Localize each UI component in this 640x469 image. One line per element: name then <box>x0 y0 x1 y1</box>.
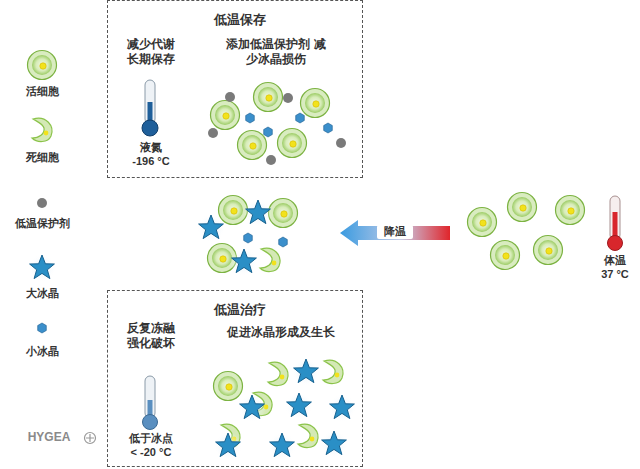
body-thermometer <box>608 196 623 251</box>
temperature-label: 液氮 -196 °C <box>130 141 172 169</box>
box-note: 减少代谢 长期保存 <box>125 37 177 67</box>
dashed-panel: 低温治疗促进冰晶形成及生长反复冻融 强化破坏低于冰点 < -20 °C <box>107 290 363 467</box>
box-note: 添加低温保护剂 减少冰晶损伤 <box>221 37 331 67</box>
legend-text: 大冰晶 <box>26 286 59 301</box>
box-note: 反复冻融 强化破坏 <box>125 321 177 351</box>
watermark: HYGEA <box>18 430 80 445</box>
box-title: 低温保存 <box>112 12 368 28</box>
dashed-panel: 低温保存添加低温保护剂 减少冰晶损伤减少代谢 长期保存液氮 -196 °C <box>107 0 363 178</box>
box-title: 低温治疗 <box>112 302 368 318</box>
legend-text: 小冰晶 <box>26 344 59 359</box>
cooling-arrow <box>340 220 450 246</box>
therapy-cells <box>214 358 357 460</box>
cryo-thermometer <box>142 80 158 136</box>
temperature-label: 体温 37 °C <box>599 254 631 282</box>
body-cells <box>468 193 585 270</box>
watermark-logo <box>85 433 96 444</box>
legend-text: 死细胞 <box>26 150 59 165</box>
therapy-thermometer <box>143 376 158 430</box>
box-note: 促进冰晶形成及生长 <box>211 325 351 340</box>
cryo-cells <box>208 83 346 166</box>
arrow-label: 降温 <box>377 225 413 239</box>
temperature-label: 低于冰点 < -20 °C <box>127 432 175 460</box>
freezing-cluster <box>197 196 298 277</box>
legend-text: 活细胞 <box>26 84 59 99</box>
legend-text: 低温保护剂 <box>15 216 70 231</box>
